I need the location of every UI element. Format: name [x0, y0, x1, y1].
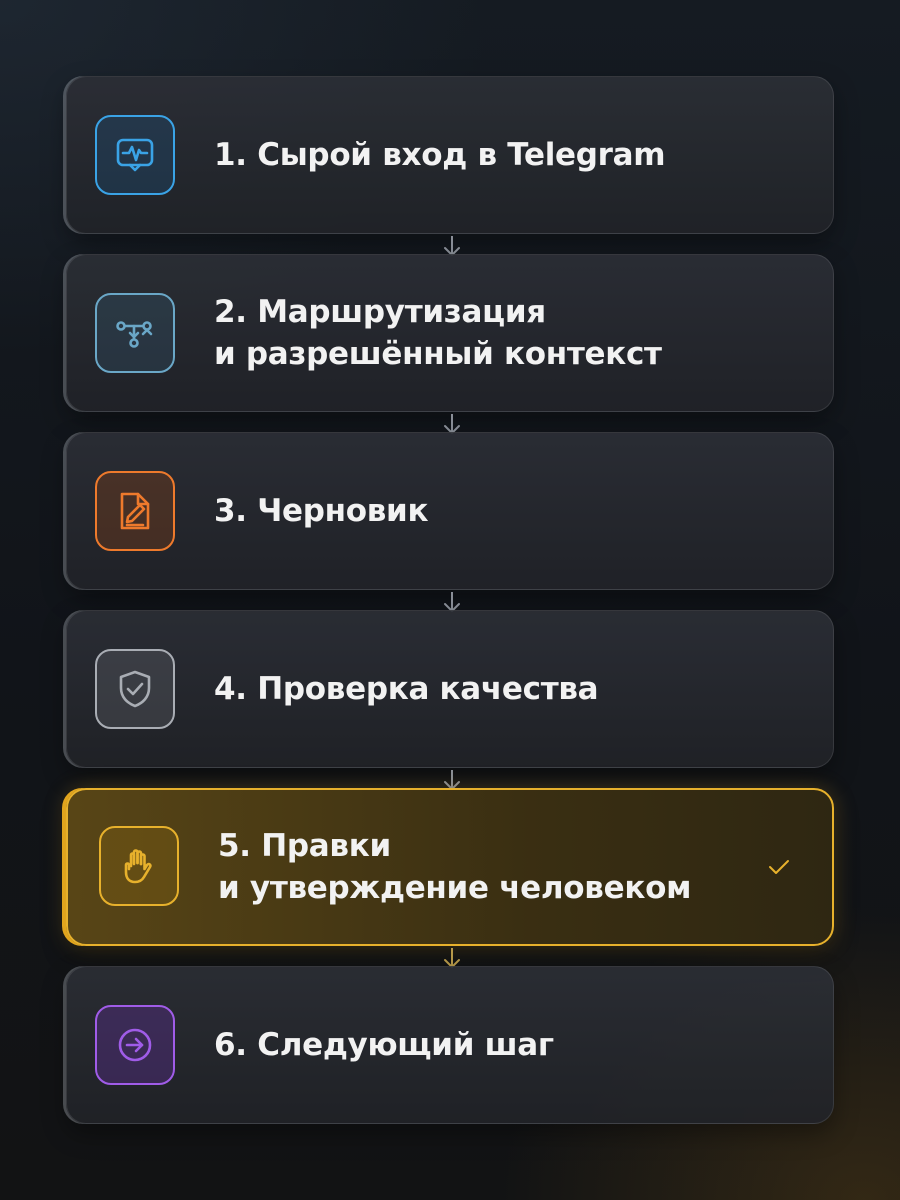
check-icon	[769, 860, 789, 874]
step-label-4: 4. Проверка качества	[214, 671, 599, 707]
step-card-2: 2. Маршрутизация и разрешённый контекст	[66, 254, 834, 412]
step-card-4: 4. Проверка качества	[66, 610, 834, 768]
step-card-5: 5. Правки и утверждение человеком	[66, 788, 834, 946]
step-card-6: 6. Следующий шаг	[66, 966, 834, 1124]
activity-monitor-icon	[95, 115, 175, 195]
step-label-6: 6. Следующий шаг	[214, 1027, 554, 1063]
route-icon	[95, 293, 175, 373]
step-card-3: 3. Черновик	[66, 432, 834, 590]
step-label-1: 1. Сырой вход в Telegram	[214, 137, 666, 173]
arrow-right-circle-icon	[95, 1005, 175, 1085]
step-label-5: 5. Правки и утверждение человеком	[218, 828, 692, 906]
hand-icon	[99, 826, 179, 906]
step-card-1: 1. Сырой вход в Telegram	[66, 76, 834, 234]
draft-edit-icon	[95, 471, 175, 551]
shield-check-icon	[95, 649, 175, 729]
step-label-2: 2. Маршрутизация и разрешённый контекст	[214, 294, 662, 372]
step-label-3: 3. Черновик	[214, 493, 429, 529]
